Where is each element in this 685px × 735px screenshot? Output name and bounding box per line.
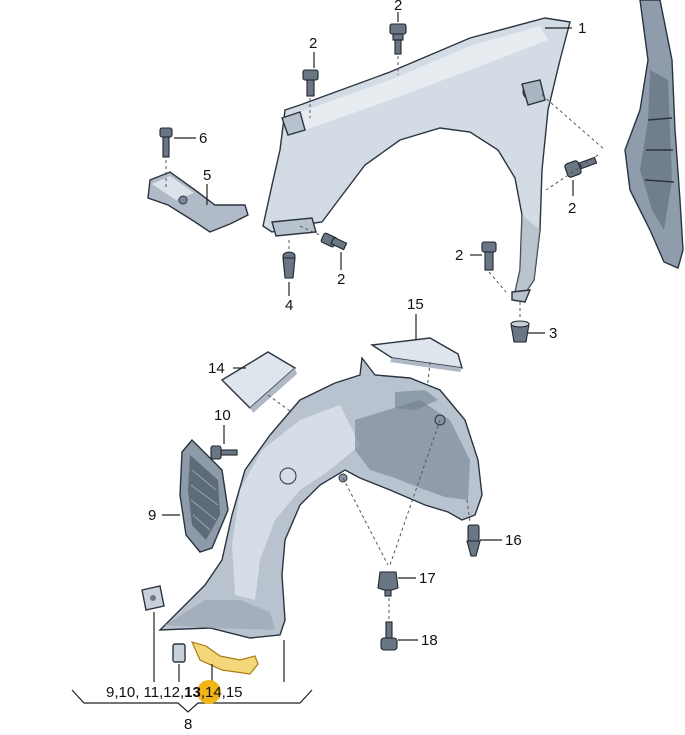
- callout-bolt-upper-left: 2: [309, 35, 317, 52]
- callout-clip-17: 17: [419, 570, 436, 587]
- svg-text:9,10, 11,12,13,14,15: 9,10, 11,12,13,14,15: [106, 684, 243, 701]
- callout-labels: 1 2 2 6 5 2 2 2 4 3 15 14 10 9 16 17 18 …: [148, 0, 586, 733]
- assembly-contents-post: ,14,15: [201, 684, 243, 701]
- callout-assembly: 8: [184, 716, 192, 733]
- clip-17: [377, 571, 399, 597]
- expanding-nut-3: [510, 320, 530, 343]
- callout-bracket-bolt: 6: [199, 130, 207, 147]
- expanding-clip-4: [282, 251, 296, 279]
- callout-clip-16: 16: [505, 532, 522, 549]
- callout-insulation-14: 14: [208, 360, 225, 377]
- fender-bolt-top: [389, 23, 407, 55]
- leader-lines: [71, 12, 574, 713]
- fender-bolt-lower: [320, 232, 348, 251]
- clip-11: [141, 585, 165, 611]
- vent-grille-9: [179, 438, 229, 553]
- wheel-housing-liner: [158, 356, 483, 639]
- front-fender-panel: [262, 17, 571, 303]
- assembly-contents-highlight: 13: [184, 684, 201, 701]
- screw-18: [380, 621, 398, 651]
- bracket-bolt: [159, 127, 173, 158]
- assembly-contents-list: 9,10, 11,12,13,14,15: [106, 680, 243, 704]
- insulation-pad-14: [220, 351, 297, 413]
- callout-bolt-top: 2: [394, 0, 402, 14]
- callout-bolt-lower: 2: [337, 271, 345, 288]
- side-trim-panel: [624, 0, 684, 269]
- fender-bolt-rear: [481, 241, 497, 271]
- callout-insulation-15: 15: [407, 296, 424, 313]
- callout-screw-10: 10: [214, 407, 231, 424]
- highlight-badge: [197, 680, 221, 704]
- clip-12: [172, 643, 186, 663]
- highlighted-seal-strip-13: [190, 641, 259, 675]
- callout-bracket: 5: [203, 167, 211, 184]
- callout-grille-9: 9: [148, 507, 156, 524]
- fender-bolt-right: [564, 156, 598, 178]
- fender-bolt-upper-left: [302, 69, 319, 97]
- clip-16: [466, 524, 481, 557]
- callout-bolt-rear: 2: [455, 247, 463, 264]
- insulation-pad-15: [370, 337, 463, 372]
- callout-clip-4: 4: [285, 297, 293, 314]
- callout-fender: 1: [578, 20, 586, 37]
- callout-expanding-nut: 3: [549, 325, 557, 342]
- callout-bolt-right: 2: [568, 200, 576, 217]
- screw-10: [210, 445, 238, 460]
- assembly-contents-pre: 9,10, 11,12,: [106, 684, 184, 701]
- callout-screw-18: 18: [421, 632, 438, 649]
- mounting-bracket: [147, 171, 249, 233]
